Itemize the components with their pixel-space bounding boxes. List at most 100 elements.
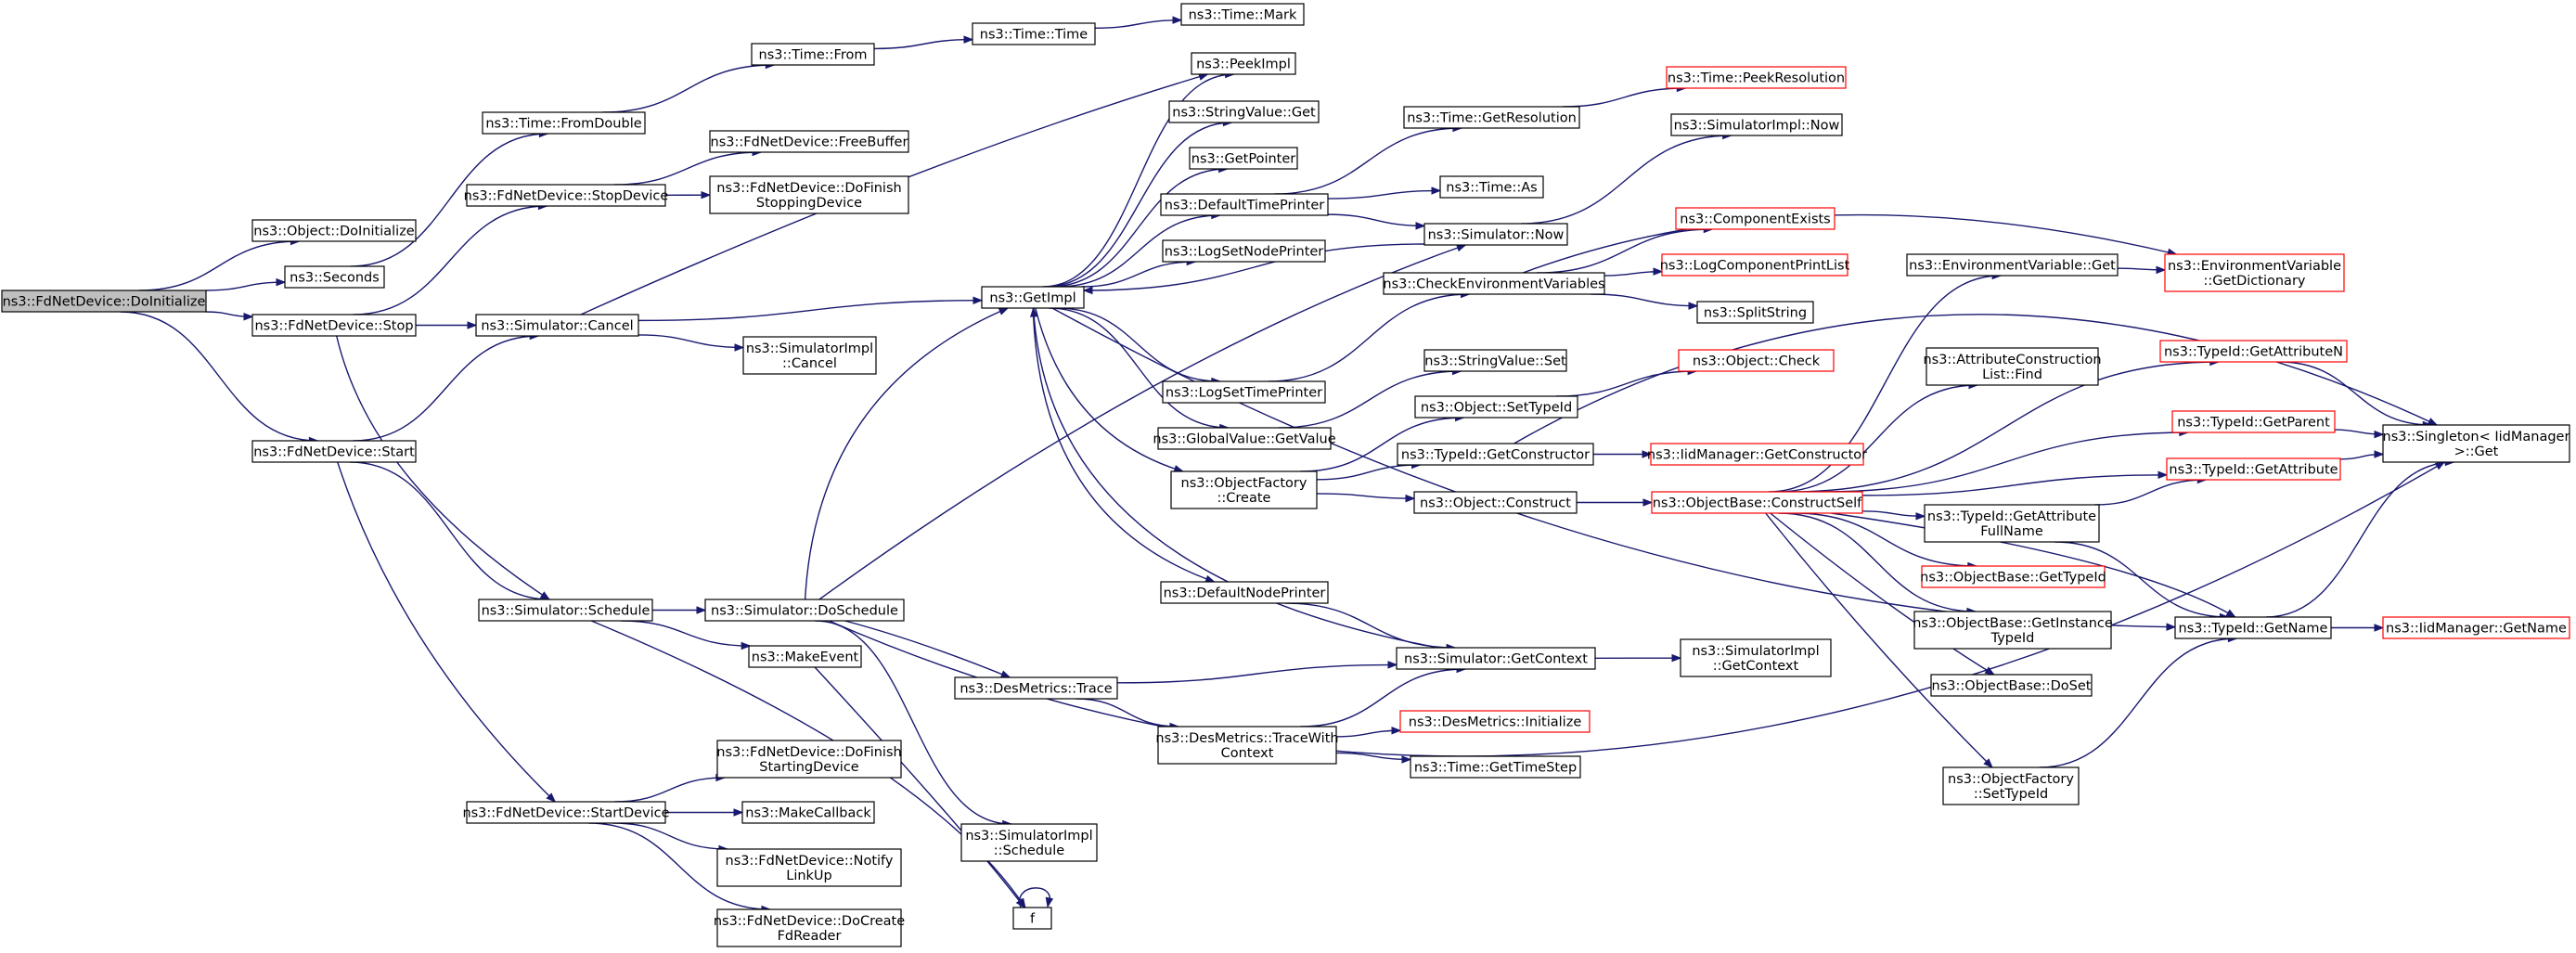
node-getpointer[interactable]: ns3::GetPointer — [1189, 147, 1298, 170]
node-peekimpl[interactable]: ns3::PeekImpl — [1191, 52, 1296, 75]
node-box — [1397, 443, 1594, 466]
node-fd-start[interactable]: ns3::FdNetDevice::Start — [251, 440, 417, 463]
edge-line — [815, 620, 1011, 825]
node-makeevent[interactable]: ns3::MakeEvent — [748, 645, 862, 668]
node-ob-constructself[interactable]: ns3::ObjectBase::ConstructSelf — [1651, 491, 1863, 514]
node-peekresolution[interactable]: ns3::Time::PeekResolution — [1666, 66, 1847, 89]
node-fd-stop[interactable]: ns3::FdNetDevice::Stop — [251, 314, 417, 337]
node-mark[interactable]: ns3::Time::Mark — [1180, 3, 1305, 26]
node-label: ns3::SimulatorImpl — [965, 829, 1092, 844]
node-tid-getattributen[interactable]: ns3::TypeId::GetAttributeN — [2159, 340, 2348, 363]
node-logcompprint[interactable]: ns3::LogComponentPrintList — [1660, 253, 1850, 277]
node-tid-getparent[interactable]: ns3::TypeId::GetParent — [2171, 410, 2336, 433]
edge-line — [1765, 512, 1993, 768]
node-from[interactable]: ns3::Time::From — [751, 43, 875, 66]
node-f[interactable]: f — [1012, 907, 1052, 930]
node-time[interactable]: ns3::Time::Time — [972, 22, 1096, 45]
edge-sim_schedule-to-makeevent — [620, 620, 752, 650]
node-label: ns3::Time::FromDouble — [485, 117, 641, 132]
node-sim-getcontext[interactable]: ns3::Simulator::GetContext — [1396, 647, 1596, 670]
node-dm-trace[interactable]: ns3::DesMetrics::Trace — [954, 676, 1118, 700]
node-startdevice[interactable]: ns3::FdNetDevice::StartDevice — [462, 801, 670, 824]
node-iid-getconstructor[interactable]: ns3::IidManager::GetConstructor — [1647, 443, 1867, 466]
edge-line — [1823, 431, 2188, 493]
node-obj-check[interactable]: ns3::Object::Check — [1678, 349, 1835, 372]
edge-arrowhead — [733, 808, 744, 817]
node-envvar-getdict[interactable]: ns3::EnvironmentVariable::GetDictionary — [2164, 253, 2345, 292]
node-time-as[interactable]: ns3::Time::As — [1439, 175, 1544, 199]
node-defnodeprinter[interactable]: ns3::DefaultNodePrinter — [1160, 581, 1329, 604]
edge-deftimeprinter-to-sim_now — [1327, 213, 1426, 230]
edge-arrowhead — [1915, 512, 1926, 521]
node-box — [1930, 674, 2093, 697]
node-box — [704, 599, 905, 622]
node-getresolution[interactable]: ns3::Time::GetResolution — [1403, 106, 1580, 129]
edge-envvar_get-to-envvar_getdict — [2117, 265, 2167, 275]
node-label: ns3::GlobalValue::GetValue — [1153, 432, 1335, 447]
node-singleton-get[interactable]: ns3::Singleton< IidManager >::Get — [2382, 424, 2570, 463]
edge-line — [620, 620, 751, 647]
node-simimpl-cancel[interactable]: ns3::SimulatorImpl::Cancel — [742, 336, 877, 375]
node-deftimeprinter[interactable]: ns3::DefaultTimePrinter — [1160, 193, 1329, 216]
node-sim-cancel[interactable]: ns3::Simulator::Cancel — [475, 314, 639, 337]
node-stopdevice[interactable]: ns3::FdNetDevice::StopDevice — [464, 184, 669, 207]
node-makecallback[interactable]: ns3::MakeCallback — [741, 801, 875, 824]
node-sim-schedule[interactable]: ns3::Simulator::Schedule — [478, 599, 653, 622]
node-sim-doschedule[interactable]: ns3::Simulator::DoSchedule — [704, 599, 905, 622]
node-simimpl-getcontext[interactable]: ns3::SimulatorImpl::GetContext — [1680, 638, 1832, 677]
node-label: ns3::Object::Construct — [1420, 496, 1571, 511]
node-seconds[interactable]: ns3::Seconds — [284, 265, 385, 289]
node-fd-doinit[interactable]: ns3::FdNetDevice::DoInitialize — [1, 290, 207, 313]
node-sim-now[interactable]: ns3::Simulator::Now — [1423, 223, 1568, 246]
node-logsetnodeprinter[interactable]: ns3::LogSetNodePrinter — [1162, 239, 1326, 263]
edge-fd_start-to-startdevice — [337, 461, 557, 803]
edge-dm_trace-to-sim_getcontext — [1116, 661, 1398, 684]
node-box — [709, 130, 909, 153]
node-box — [1, 290, 207, 313]
node-logsettimeprinter[interactable]: ns3::LogSetTimePrinter — [1162, 380, 1326, 404]
node-compexists[interactable]: ns3::ComponentExists — [1675, 207, 1835, 230]
edge-tid_getname-to-singleton_get — [2265, 457, 2455, 618]
node-tid-getattribute[interactable]: ns3::TypeId::GetAttribute — [2166, 457, 2341, 481]
node-label: ns3::MakeCallback — [745, 806, 871, 821]
node-obj-construct[interactable]: ns3::Object::Construct — [1413, 491, 1578, 514]
edge-line — [1794, 512, 1977, 567]
node-box — [466, 801, 666, 824]
edge-line — [2265, 461, 2454, 618]
node-splitstring[interactable]: ns3::SplitString — [1696, 301, 1814, 324]
edge-arrowhead — [1405, 494, 1416, 503]
node-ob-gettypeid[interactable]: ns3::ObjectBase::GetTypeId — [1920, 565, 2106, 588]
edge-arrowhead — [741, 641, 752, 650]
node-ob-doset[interactable]: ns3::ObjectBase::DoSet — [1930, 674, 2093, 697]
node-sv-set[interactable]: ns3::StringValue::Set — [1423, 349, 1567, 372]
node-sv-get[interactable]: ns3::StringValue::Get — [1168, 100, 1320, 123]
node-iid-getname[interactable]: ns3::IidManager::GetName — [2382, 616, 2570, 639]
edge-line — [353, 335, 539, 442]
node-obj-doinit[interactable]: ns3::Object::DoInitialize — [251, 219, 417, 242]
node-fromdouble[interactable]: ns3::Time::FromDouble — [482, 111, 646, 135]
node-simimpl-now[interactable]: ns3::SimulatorImpl::Now — [1670, 113, 1843, 136]
node-checkenv[interactable]: ns3::CheckEnvironmentVariables — [1383, 272, 1605, 295]
node-obj-settypeid[interactable]: ns3::Object::SetTypeId — [1414, 395, 1578, 419]
node-gettimestep[interactable]: ns3::Time::GetTimeStep — [1410, 755, 1581, 779]
node-getimpl[interactable]: ns3::GetImpl — [981, 286, 1085, 309]
node-envvar-get[interactable]: ns3::EnvironmentVariable::Get — [1906, 253, 2119, 277]
node-tid-getconstructor[interactable]: ns3::TypeId::GetConstructor — [1397, 443, 1594, 466]
edge-arrowhead — [1642, 498, 1654, 507]
node-of-create[interactable]: ns3::ObjectFactory::Create — [1170, 470, 1318, 509]
node-tid-getname[interactable]: ns3::TypeId::GetName — [2174, 616, 2332, 639]
node-simimpl-schedule[interactable]: ns3::SimulatorImpl::Schedule — [960, 823, 1098, 862]
node-of-settypeid[interactable]: ns3::ObjectFactory::SetTypeId — [1942, 766, 2080, 805]
node-dm-initialize[interactable]: ns3::DesMetrics::Initialize — [1399, 710, 1591, 733]
node-gv-getvalue[interactable]: ns3::GlobalValue::GetValue — [1153, 427, 1336, 450]
node-freebuffer[interactable]: ns3::FdNetDevice::FreeBuffer — [709, 130, 909, 153]
edge-arrowhead — [2157, 470, 2169, 480]
